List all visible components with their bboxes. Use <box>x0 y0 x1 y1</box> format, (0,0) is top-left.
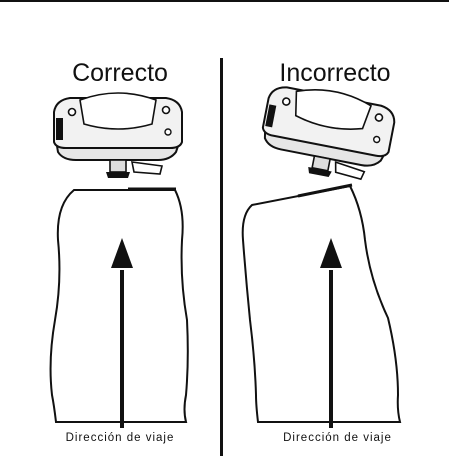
device-correct <box>53 92 183 179</box>
arrow-icon-correct <box>111 238 133 268</box>
caption-correct: Dirección de viaje <box>65 432 175 444</box>
heading-incorrect: Incorrecto <box>279 59 391 87</box>
heading-correct: Correcto <box>72 59 168 87</box>
mount-line-incorrect <box>297 183 353 198</box>
caption-incorrect: Dirección de viaje <box>283 432 392 444</box>
surface-correct <box>49 189 189 423</box>
panel-divider <box>220 58 223 456</box>
surface-incorrect <box>241 184 402 423</box>
top-rule <box>0 0 449 2</box>
arrow-icon-incorrect <box>320 238 342 268</box>
device-incorrect <box>255 78 399 189</box>
